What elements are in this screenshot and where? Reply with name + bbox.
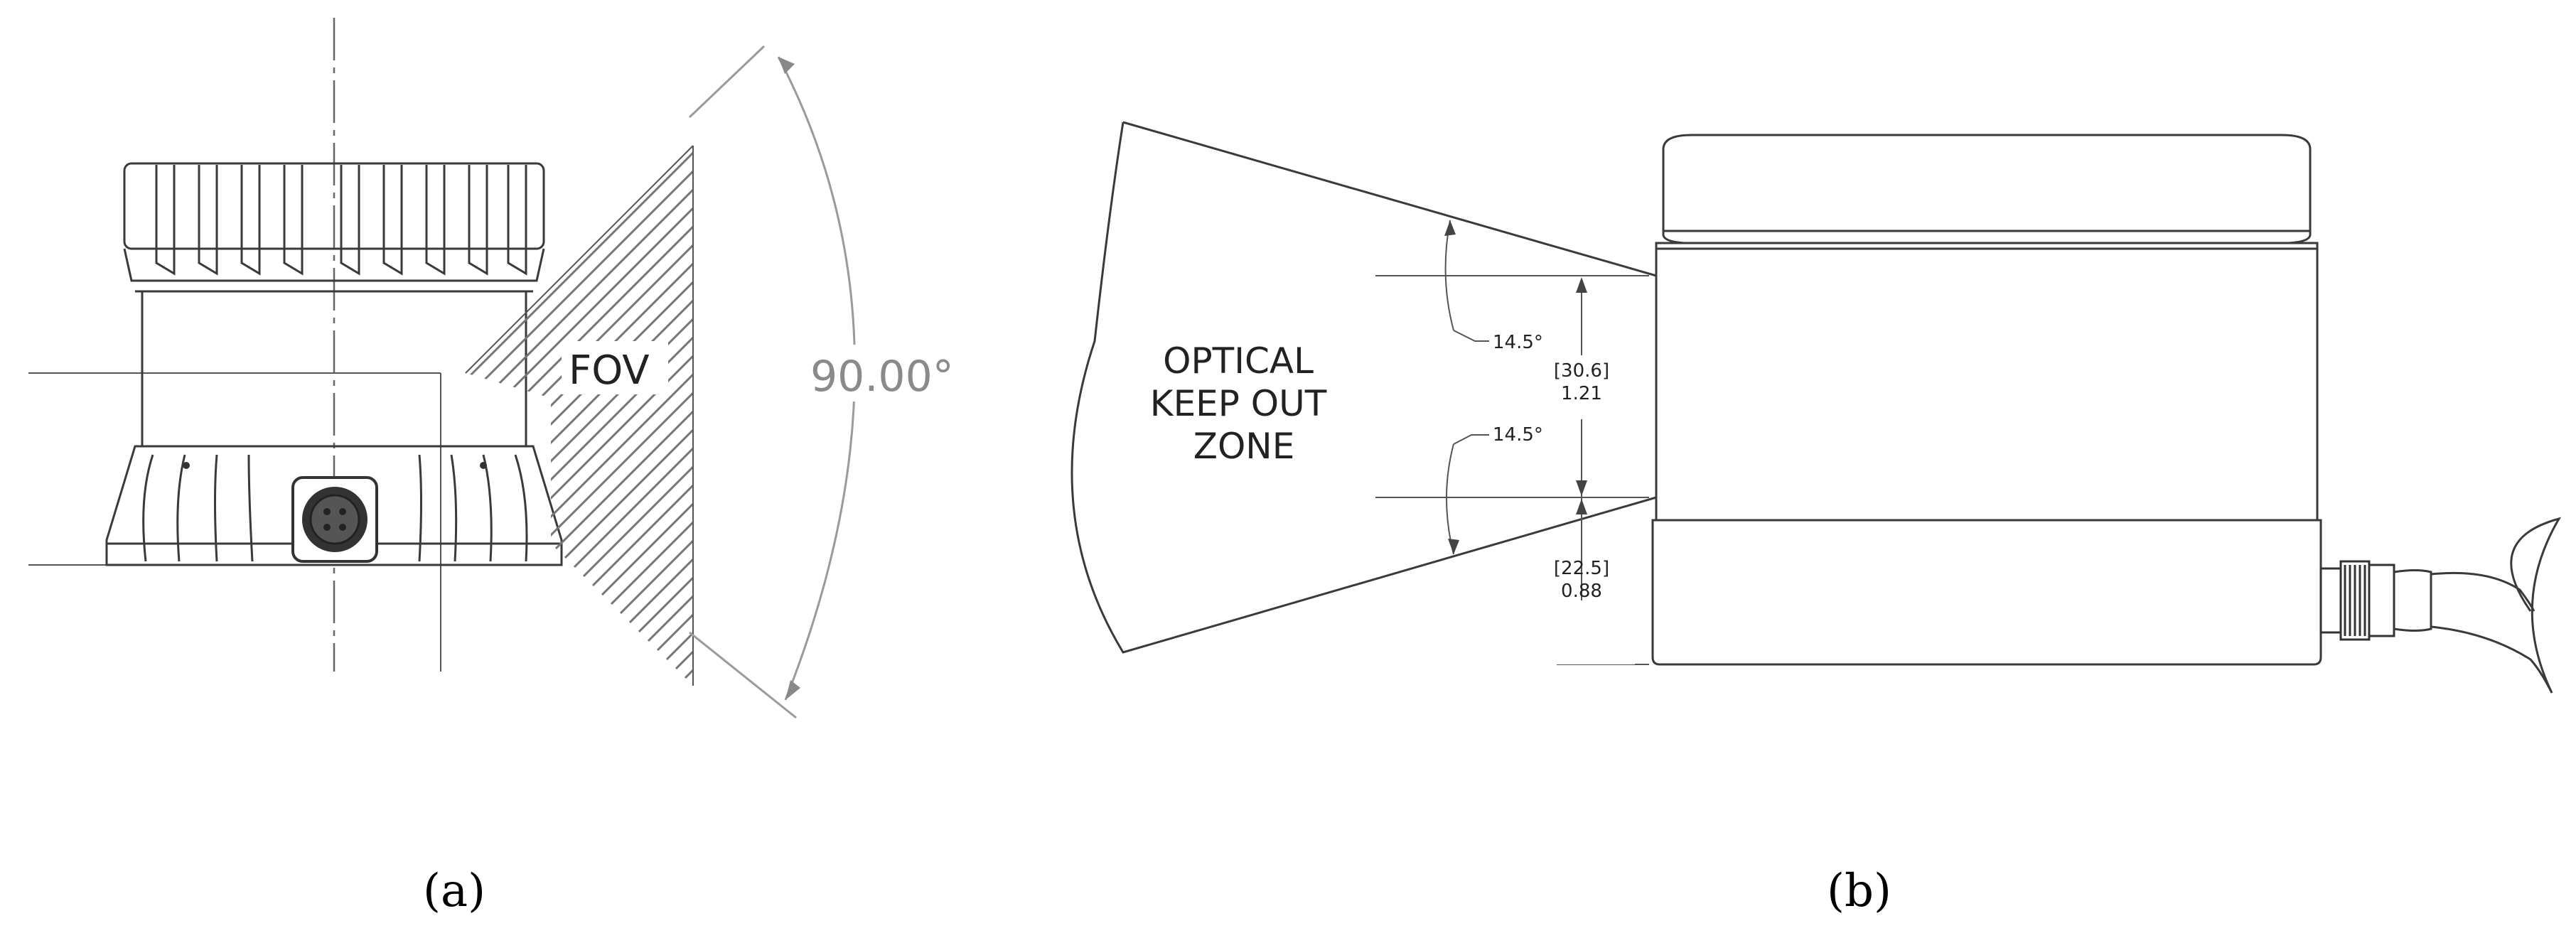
hatch-line (466, 146, 693, 686)
hatch-line (466, 146, 693, 686)
caption-b: (b) (1827, 865, 1891, 917)
hatch-line (837, 142, 1406, 711)
fov-region (0, 142, 1461, 711)
hatch-line (466, 146, 693, 686)
hatch-line (466, 146, 693, 686)
panel-a: FOV 90.00° (a) (0, 18, 1461, 917)
hatch-line (466, 146, 693, 686)
hatch-line (466, 146, 668, 686)
sensor-window (1655, 242, 2319, 522)
lower-dimension-mm: [22.5] (1554, 558, 1609, 579)
hatch-line (466, 146, 693, 686)
lower-dimension-in: 0.88 (1561, 581, 1602, 602)
hatch-line (466, 146, 539, 686)
upper-dimension-mm: [30.6] (1554, 360, 1609, 382)
sensor-cap (1662, 134, 2312, 244)
hatch-line (466, 146, 557, 686)
hatch-line (466, 146, 693, 686)
angle-label: 90.00° (810, 352, 954, 401)
hatch-line (466, 146, 650, 686)
hatch-line (0, 142, 463, 711)
fov-label: FOV (569, 347, 650, 394)
hatch-line (503, 146, 693, 686)
keep-out-zone-label: OPTICAL KEEP OUT ZONE (1150, 340, 1338, 467)
hatch-line (670, 146, 693, 686)
sensor-top-ring (123, 162, 545, 293)
hatch-line (466, 146, 693, 686)
hatch-line (614, 146, 693, 686)
cable-gland-icon (2319, 560, 2432, 641)
hatch-line (633, 146, 693, 686)
hatch-line (708, 142, 1277, 711)
lower-angle-label: 14.5° (1493, 424, 1543, 446)
hatch-line (466, 146, 693, 686)
hatch-line (893, 142, 1461, 711)
hatch-line (0, 142, 445, 711)
sensor-side-view (1651, 134, 2322, 666)
hatch-line (596, 146, 693, 686)
hatch-line (874, 142, 1443, 711)
angle-arcs (1444, 220, 1489, 555)
keep-out-zone (1070, 121, 1657, 654)
hatch-line (522, 146, 693, 686)
hatch-line (651, 146, 693, 686)
connector-icon (291, 476, 378, 563)
hatch-line (466, 146, 693, 686)
hatch-line (466, 146, 693, 686)
hatch-line (466, 146, 693, 686)
hatch-line (688, 146, 693, 686)
hatch-line (466, 146, 576, 686)
angle-dimension (688, 45, 974, 719)
sensor-base (105, 445, 563, 566)
cable (2430, 517, 2562, 694)
hatch-line (540, 146, 693, 686)
sensor-base-side (1651, 519, 2322, 666)
hatch-line (466, 146, 693, 686)
hatch-line (466, 146, 693, 686)
hatch-line (485, 146, 693, 686)
hatch-line (466, 146, 693, 686)
sensor-window-band (141, 291, 527, 446)
panel-b: OPTICAL KEEP OUT ZONE [30.6] 1.21 [22.5]… (1070, 121, 2562, 917)
hatch-line (466, 146, 502, 686)
hatch-line (819, 142, 1388, 711)
hatch-line (577, 146, 693, 686)
hatch-line (0, 142, 426, 711)
dimension-lines (1375, 275, 1649, 665)
hatch-line (856, 142, 1424, 711)
hatch-line (466, 146, 693, 686)
caption-a: (a) (423, 865, 485, 917)
hatch-line (559, 146, 693, 686)
upper-dimension-in: 1.21 (1561, 383, 1602, 404)
upper-angle-label: 14.5° (1493, 332, 1543, 353)
hatch-line (466, 146, 693, 686)
hatch-line (466, 146, 693, 686)
fov-hatching (0, 142, 1461, 711)
